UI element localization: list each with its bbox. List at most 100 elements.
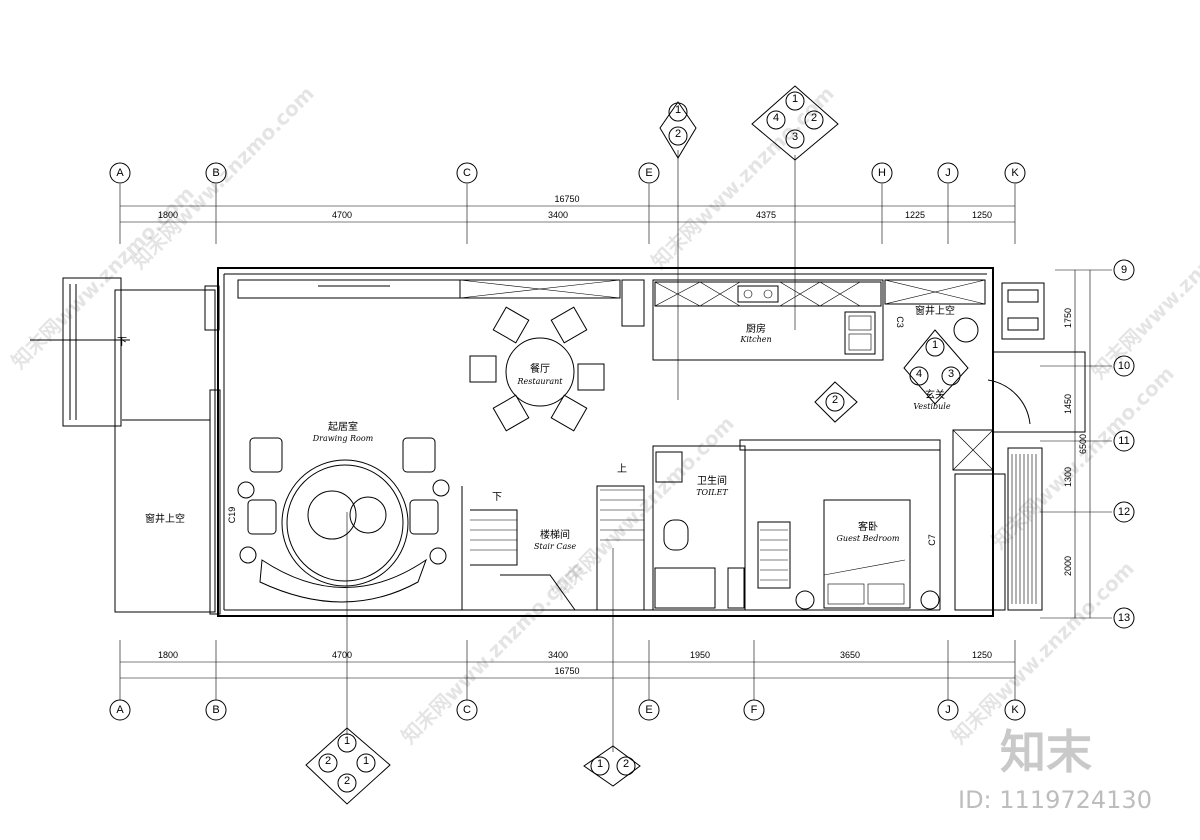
watermark-text: 知末网www.znzmo.com <box>127 81 319 273</box>
top-dimension: 4700 <box>332 210 352 220</box>
marker-number: 2 <box>811 112 817 124</box>
cabinet-code: C3 <box>895 316 905 328</box>
axis-label: A <box>116 167 124 179</box>
axis-label: 9 <box>1121 264 1127 276</box>
axis-label: 10 <box>1118 360 1130 372</box>
toilet-icon <box>663 519 689 551</box>
elevation-marker-bottom-b: 1 2 <box>583 745 641 787</box>
axis-label: B <box>212 167 219 179</box>
section-lines <box>346 150 796 752</box>
dining-area: 餐厅 Restaurant <box>469 306 605 432</box>
marker-number: 2 <box>832 394 838 406</box>
stair-label-cn: 楼梯间 <box>540 528 570 541</box>
bottom-dimension: 1950 <box>690 650 710 660</box>
wardrobe-icon <box>757 521 791 589</box>
top-dimension: 4375 <box>756 210 776 220</box>
restaurant-label-cn: 餐厅 <box>530 362 550 375</box>
kitchen-area: 厨房 Kitchen C3 <box>652 279 905 361</box>
elevation-marker-kitchen: 2 <box>814 381 858 423</box>
watermark-text: 知末网www.znzmo.com <box>987 361 1179 553</box>
dining-table-icon <box>505 337 575 407</box>
bedroom-label-cn: 客卧 <box>858 520 878 533</box>
armchair-icon <box>409 499 439 535</box>
bottom-dimension: 1250 <box>972 650 992 660</box>
sofa-icon <box>259 558 427 603</box>
top-dimension: 1225 <box>905 210 925 220</box>
stair-case: 下 上 楼梯间 Stair Case <box>470 463 645 611</box>
cabinet-code: C19 <box>227 507 237 524</box>
bed-icon <box>823 499 911 609</box>
bottom-dimension: 4700 <box>332 650 352 660</box>
image-id: ID: 1119724130 <box>958 786 1152 814</box>
armchair-icon <box>247 499 277 535</box>
toilet-room: 卫生间 TOILET <box>652 445 746 611</box>
down-label: 下 <box>117 337 127 348</box>
marker-number: 1 <box>344 735 350 747</box>
vestibule-area: 窗井上空 玄关 Vestibule <box>884 279 1086 611</box>
bottom-dimension: 1800 <box>158 650 178 660</box>
marker-number: 1 <box>675 104 681 116</box>
vestibule-label-en: Vestibule <box>913 402 950 411</box>
kitchen-label-en: Kitchen <box>739 335 771 344</box>
toilet-label-en: TOILET <box>696 488 728 497</box>
watermark-text: 知末网www.znzmo.com <box>1087 191 1200 383</box>
left-window-well: 下 窗井上空 <box>30 277 221 615</box>
right-axis-bubbles: 9 10 11 12 13 <box>1113 259 1135 629</box>
marker-number: 2 <box>675 128 681 140</box>
axis-label: K <box>1011 167 1019 179</box>
axis-label: 12 <box>1118 506 1130 518</box>
marker-number: 3 <box>948 368 954 380</box>
right-dimension: 1450 <box>1063 394 1073 414</box>
top-dimension: 3400 <box>548 210 568 220</box>
marker-number: 1 <box>597 758 603 770</box>
restaurant-label-en: Restaurant <box>517 377 564 386</box>
axis-label: A <box>116 704 124 716</box>
sink-icon <box>844 311 876 355</box>
right-dimension: 1300 <box>1063 467 1073 487</box>
axis-label: C <box>463 704 471 716</box>
marker-number: 4 <box>916 368 922 380</box>
axis-label: F <box>751 704 758 716</box>
stair-label-en: Stair Case <box>534 542 576 551</box>
window-well-left-label: 窗井上空 <box>145 512 185 525</box>
right-dimension-group: 1750 1450 1300 2000 6500 9 10 11 12 13 <box>1040 259 1135 629</box>
top-axis-bubbles: A B C E H J K <box>109 162 1026 184</box>
axis-label: J <box>945 167 951 179</box>
axis-label: J <box>945 704 951 716</box>
down-label: 下 <box>492 492 502 503</box>
bottom-axis-bubbles: A B C E F J K <box>109 699 1026 721</box>
basin-icon <box>655 451 683 483</box>
vestibule-label-cn: 玄关 <box>925 388 945 401</box>
axis-label: H <box>878 167 886 179</box>
right-total-dimension: 6500 <box>1078 434 1088 454</box>
axis-label: 11 <box>1118 435 1129 447</box>
bottom-total-dimension: 16750 <box>554 666 579 676</box>
marker-number: 3 <box>792 131 798 143</box>
top-dimension-group: 16750 1800 4700 3400 4375 1225 1250 A B … <box>109 162 1026 244</box>
elevation-marker-vestibule: 1 4 3 <box>903 329 969 405</box>
marker-number: 1 <box>363 755 369 767</box>
up-label: 上 <box>617 463 627 475</box>
elevation-marker-top-b: 1 2 3 4 <box>751 85 839 161</box>
drawing-room: 起居室 Drawing Room C19 <box>227 420 463 610</box>
marker-number: 2 <box>325 755 331 767</box>
watermark-text: 知末网www.znzmo.com <box>547 411 739 603</box>
axis-label: E <box>645 167 652 179</box>
axis-label: K <box>1011 704 1019 716</box>
top-dimension: 1800 <box>158 210 178 220</box>
armchair-icon <box>249 437 283 473</box>
bottom-dimension-group: 1800 4700 3400 1950 3650 1250 16750 A B … <box>109 640 1026 721</box>
toilet-label-cn: 卫生间 <box>697 474 727 487</box>
marker-number: 2 <box>344 775 350 787</box>
shower-icon <box>654 567 716 609</box>
stove-icon <box>737 285 779 303</box>
axis-label: E <box>645 704 652 716</box>
bottom-dimension: 3650 <box>840 650 860 660</box>
axis-label: B <box>212 704 219 716</box>
marker-number: 1 <box>932 339 938 351</box>
kitchen-label-cn: 厨房 <box>746 322 766 335</box>
axis-label: C <box>463 167 471 179</box>
guest-bedroom: 客卧 Guest Bedroom C7 <box>739 439 941 610</box>
drawing-room-label-en: Drawing Room <box>312 434 374 443</box>
